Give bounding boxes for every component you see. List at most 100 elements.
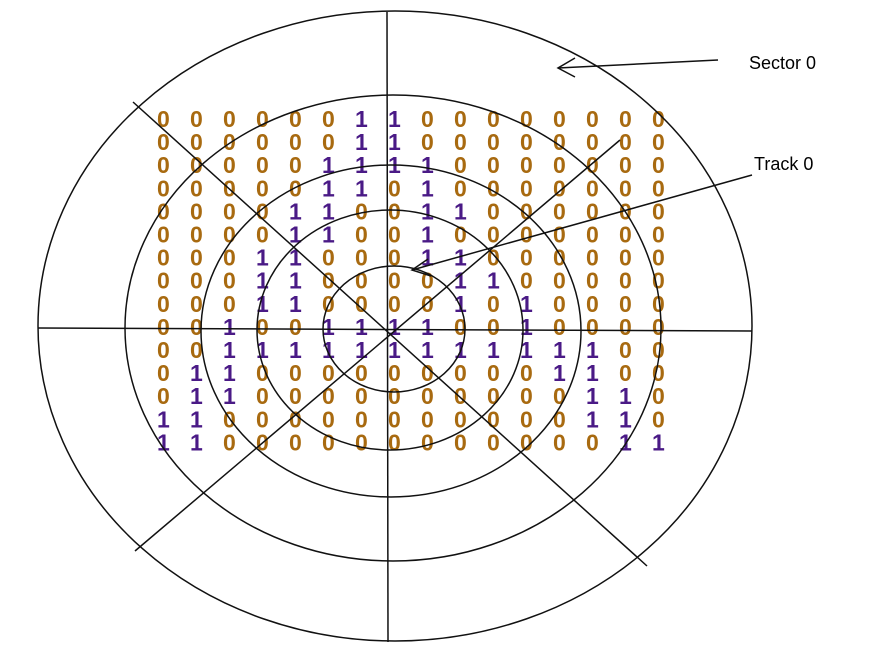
bit-cell: 1 — [553, 360, 566, 386]
bit-cell: 0 — [619, 129, 632, 155]
bit-cell: 0 — [454, 360, 467, 386]
bit-cell: 0 — [454, 175, 467, 201]
bit-cell: 0 — [157, 152, 170, 178]
bit-cell: 0 — [256, 152, 269, 178]
bit-cell: 1 — [190, 429, 203, 455]
outer-disk-track — [37, 10, 753, 642]
bit-cell: 1 — [190, 383, 203, 409]
bit-cell: 1 — [355, 152, 368, 178]
sector-arrow-head-icon — [556, 57, 576, 78]
bit-cell: 0 — [421, 129, 434, 155]
bit-cell: 0 — [652, 337, 665, 363]
bit-cell: 0 — [586, 175, 599, 201]
bit-cell: 0 — [421, 383, 434, 409]
bit-cell: 1 — [322, 198, 335, 224]
bit-cell: 1 — [322, 175, 335, 201]
track-0-label: Track 0 — [754, 154, 813, 174]
bit-cell: 0 — [388, 406, 401, 432]
bit-cell: 0 — [322, 268, 335, 294]
bit-cell: 0 — [289, 152, 302, 178]
bit-cell: 0 — [421, 360, 434, 386]
bit-cell: 0 — [553, 314, 566, 340]
bit-cell: 1 — [256, 245, 269, 271]
bit-cell: 0 — [586, 152, 599, 178]
bit-cell: 0 — [454, 129, 467, 155]
bit-cell: 0 — [520, 383, 533, 409]
bit-cell: 0 — [190, 175, 203, 201]
bit-cell: 1 — [421, 222, 434, 248]
bit-cell: 0 — [256, 106, 269, 132]
bit-cell: 0 — [619, 268, 632, 294]
bit-cell: 1 — [223, 383, 236, 409]
bit-cell: 0 — [421, 429, 434, 455]
bit-cell: 0 — [487, 152, 500, 178]
bit-cell: 0 — [619, 152, 632, 178]
bit-cell: 0 — [619, 360, 632, 386]
bit-cell: 1 — [289, 268, 302, 294]
bit-cell: 0 — [256, 222, 269, 248]
bit-cell: 0 — [652, 268, 665, 294]
bit-cell: 0 — [553, 222, 566, 248]
bit-cell: 0 — [223, 198, 236, 224]
bit-cell: 0 — [322, 106, 335, 132]
bit-cell: 1 — [223, 337, 236, 363]
bit-cell: 0 — [487, 291, 500, 317]
bit-cell: 0 — [223, 268, 236, 294]
bit-cell: 1 — [421, 175, 434, 201]
bit-cell: 0 — [454, 429, 467, 455]
bit-cell: 1 — [520, 291, 533, 317]
bit-cell: 0 — [289, 360, 302, 386]
bit-cell: 0 — [586, 429, 599, 455]
bit-cell: 0 — [553, 268, 566, 294]
diagonal-sector-line-2 — [134, 139, 621, 552]
bit-cell: 0 — [553, 198, 566, 224]
bit-cell: 0 — [652, 222, 665, 248]
bit-cell: 0 — [223, 152, 236, 178]
bit-cell: 0 — [355, 360, 368, 386]
bit-cell: 1 — [322, 152, 335, 178]
bit-cell: 1 — [322, 222, 335, 248]
bit-cell: 0 — [619, 245, 632, 271]
bit-cell: 0 — [355, 429, 368, 455]
bit-cell: 1 — [454, 291, 467, 317]
bit-cell: 0 — [652, 175, 665, 201]
bit-cell: 0 — [289, 129, 302, 155]
bit-cell: 1 — [520, 337, 533, 363]
bit-cell: 0 — [223, 429, 236, 455]
bit-cell: 0 — [520, 152, 533, 178]
bit-cell: 1 — [487, 268, 500, 294]
bit-cell: 0 — [388, 383, 401, 409]
bit-cell: 0 — [454, 152, 467, 178]
bit-cell: 0 — [454, 106, 467, 132]
bit-cell: 1 — [355, 129, 368, 155]
bit-cell: 1 — [586, 383, 599, 409]
bit-cell: 0 — [190, 314, 203, 340]
bit-cell: 0 — [487, 129, 500, 155]
bit-cell: 0 — [553, 152, 566, 178]
bit-cell: 0 — [157, 291, 170, 317]
bit-cell: 0 — [256, 360, 269, 386]
bit-cell: 1 — [388, 129, 401, 155]
bit-cell: 1 — [619, 406, 632, 432]
bit-cell: 0 — [586, 222, 599, 248]
bit-cell: 0 — [619, 175, 632, 201]
bit-cell: 0 — [553, 383, 566, 409]
bit-cell: 1 — [586, 406, 599, 432]
bit-cell: 0 — [619, 291, 632, 317]
bit-cell: 1 — [586, 337, 599, 363]
bit-cell: 0 — [355, 406, 368, 432]
bit-cell: 0 — [322, 429, 335, 455]
bit-cell: 0 — [289, 429, 302, 455]
bit-cell: 0 — [652, 360, 665, 386]
bit-cell: 0 — [652, 245, 665, 271]
bit-cell: 0 — [586, 245, 599, 271]
bit-cell: 0 — [388, 268, 401, 294]
bit-cell: 0 — [190, 198, 203, 224]
bit-cell: 1 — [652, 429, 665, 455]
bit-cell: 0 — [388, 222, 401, 248]
vertical-axis — [386, 11, 389, 643]
bit-cell: 1 — [421, 198, 434, 224]
bit-cell: 0 — [520, 175, 533, 201]
